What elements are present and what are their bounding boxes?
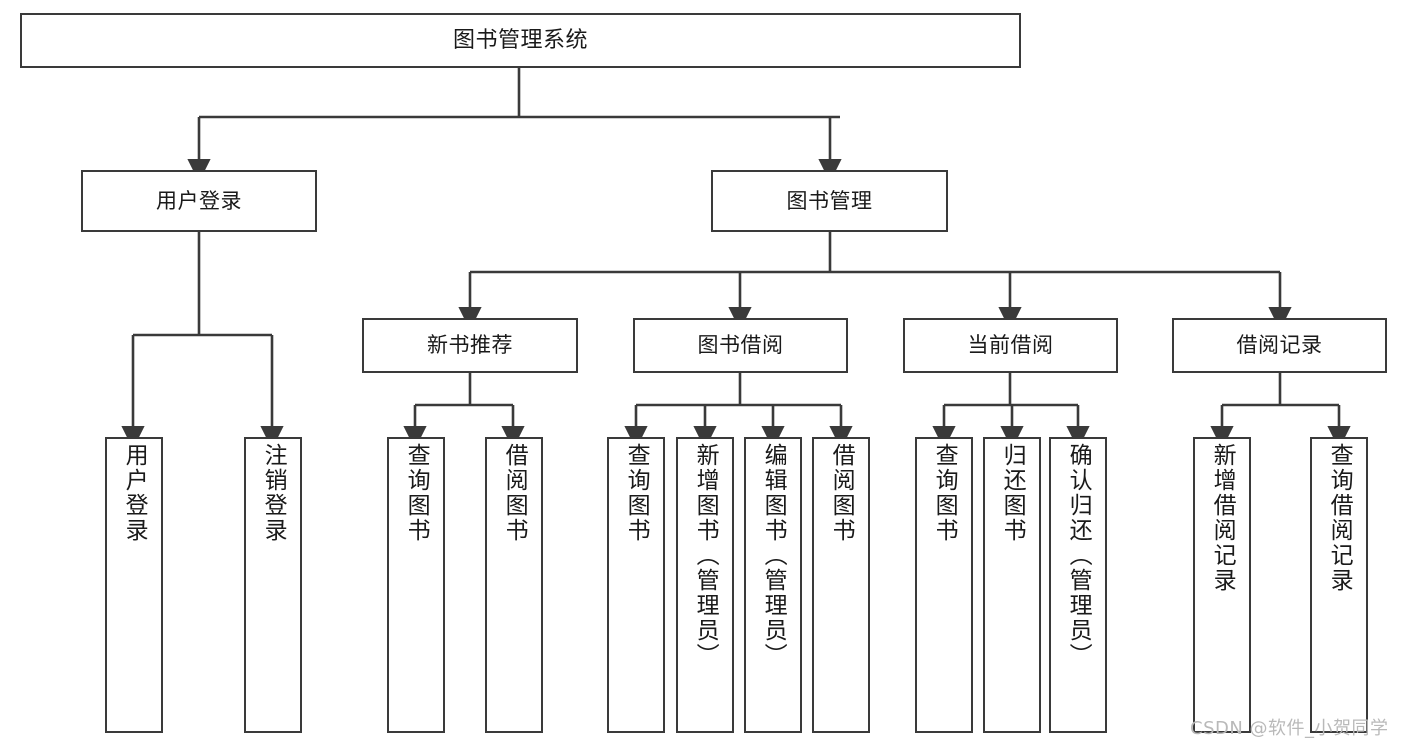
- node-label: 确认归还（管理员）: [1065, 443, 1092, 668]
- node-new-book-recommend[interactable]: 新书推荐: [362, 318, 578, 373]
- leaf-confirm-return-admin[interactable]: 确认归还（管理员）: [1049, 437, 1107, 733]
- node-label: 图书管理: [786, 188, 873, 213]
- node-label: 查询借阅记录: [1326, 443, 1353, 593]
- leaf-add-borrow-record[interactable]: 新增借阅记录: [1193, 437, 1251, 733]
- node-label: 编辑图书（管理员）: [760, 443, 787, 668]
- node-label: 借阅图书: [501, 443, 528, 543]
- node-label: 查询图书: [931, 443, 958, 543]
- node-root-system[interactable]: 图书管理系统: [20, 13, 1021, 68]
- leaf-query-book-borrow[interactable]: 查询图书: [607, 437, 665, 733]
- node-label: 借阅记录: [1236, 333, 1323, 358]
- node-label: 图书管理系统: [452, 27, 588, 53]
- node-label: 注销登录: [260, 443, 287, 543]
- node-label: 用户登录: [121, 443, 148, 543]
- node-label: 查询图书: [623, 443, 650, 543]
- leaf-return-book[interactable]: 归还图书: [983, 437, 1041, 733]
- node-current-borrow[interactable]: 当前借阅: [903, 318, 1118, 373]
- node-label: 新书推荐: [427, 333, 513, 358]
- node-label: 新增借阅记录: [1209, 443, 1236, 593]
- leaf-query-book-recommend[interactable]: 查询图书: [387, 437, 445, 733]
- leaf-query-borrow-record[interactable]: 查询借阅记录: [1310, 437, 1368, 733]
- leaf-edit-book-admin[interactable]: 编辑图书（管理员）: [744, 437, 802, 733]
- node-user-login[interactable]: 用户登录: [81, 170, 317, 232]
- leaf-user-logout[interactable]: 注销登录: [244, 437, 302, 733]
- leaf-add-book-admin[interactable]: 新增图书（管理员）: [676, 437, 734, 733]
- node-label: 借阅图书: [828, 443, 855, 543]
- leaf-query-book-current[interactable]: 查询图书: [915, 437, 973, 733]
- node-book-borrow[interactable]: 图书借阅: [633, 318, 848, 373]
- node-label: 用户登录: [156, 188, 242, 213]
- node-label: 图书借阅: [697, 333, 784, 358]
- node-label: 查询图书: [403, 443, 430, 543]
- node-borrow-record[interactable]: 借阅记录: [1172, 318, 1387, 373]
- node-book-management[interactable]: 图书管理: [711, 170, 948, 232]
- node-label: 当前借阅: [967, 333, 1054, 358]
- csdn-watermark: CSDN @软件_小贺同学: [1190, 718, 1389, 739]
- leaf-borrow-book[interactable]: 借阅图书: [812, 437, 870, 733]
- node-label: 新增图书（管理员）: [692, 443, 719, 668]
- leaf-user-login[interactable]: 用户登录: [105, 437, 163, 733]
- leaf-borrow-book-recommend[interactable]: 借阅图书: [485, 437, 543, 733]
- node-label: 归还图书: [999, 443, 1026, 543]
